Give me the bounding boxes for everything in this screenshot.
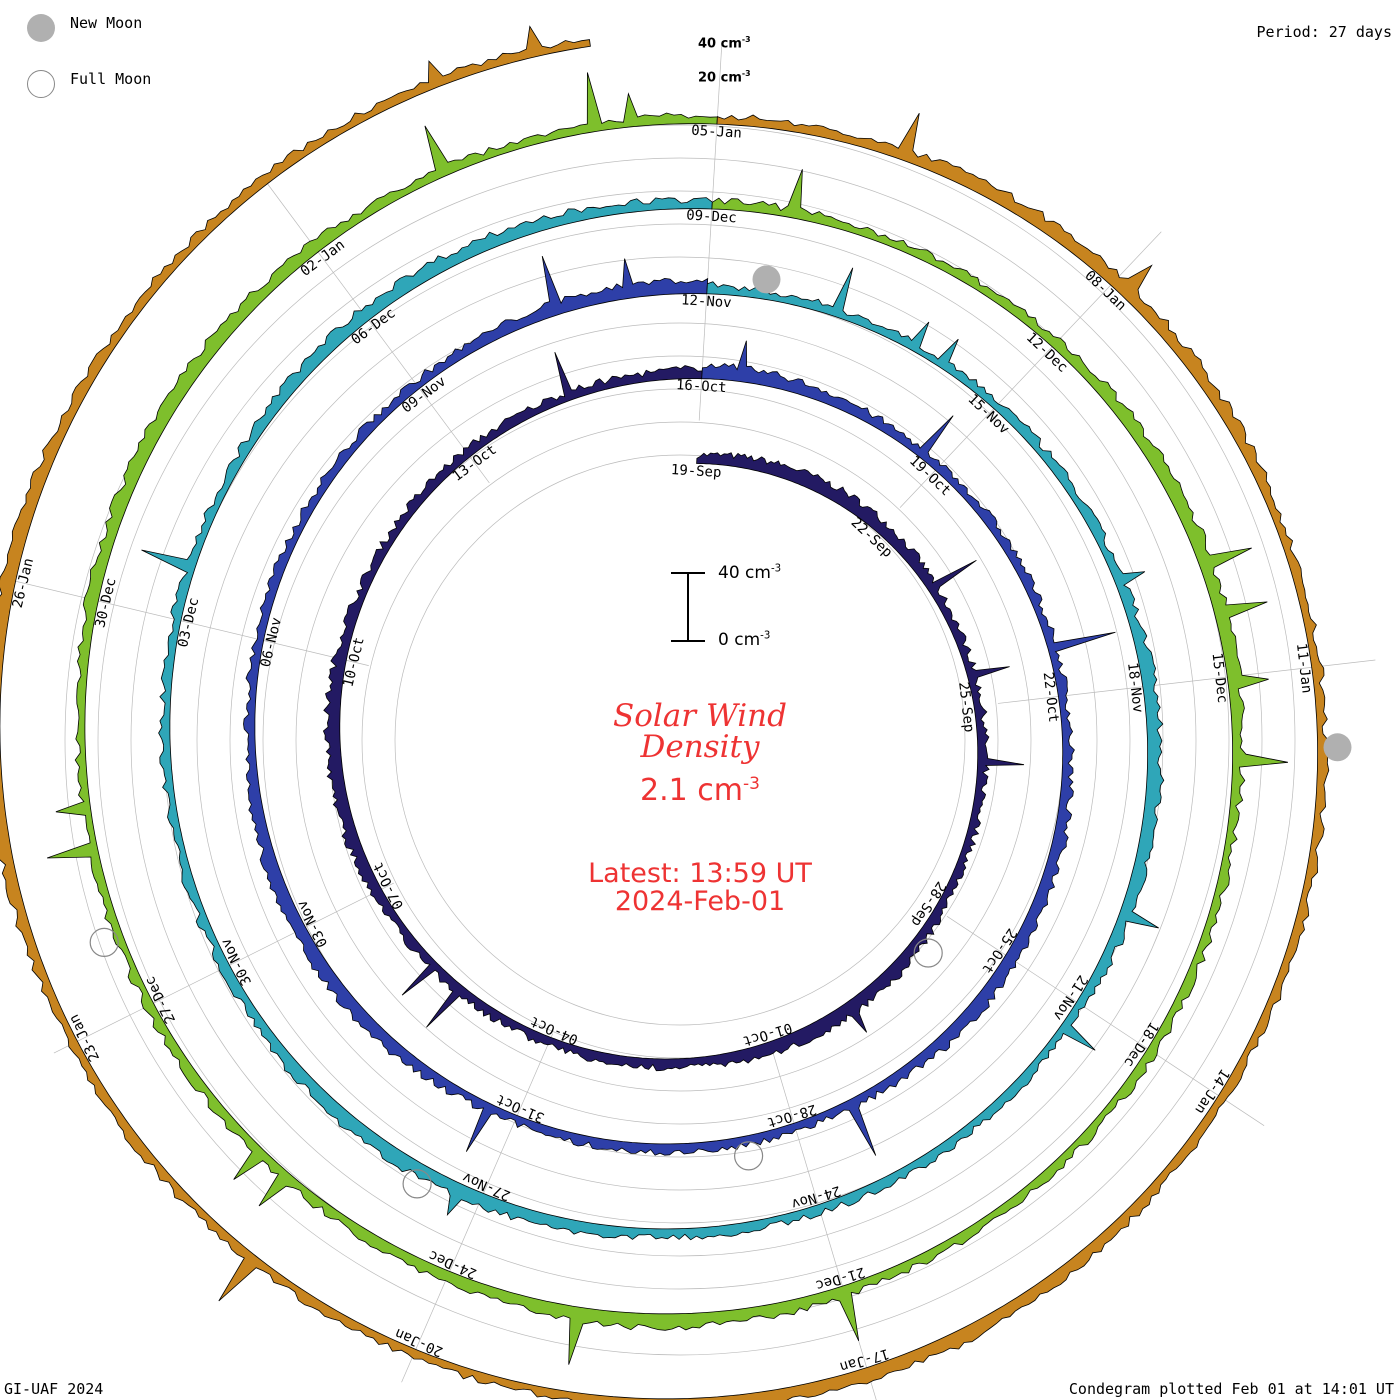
period-label: Period: 27 days — [1256, 23, 1392, 41]
latest-date: 2024-Feb-01 — [614, 886, 786, 917]
new-moon-marker — [752, 265, 781, 294]
grid-ring — [130, 190, 1230, 1290]
date-label: 18-Nov — [1124, 662, 1146, 714]
credit-label: GI-UAF 2024 — [4, 1380, 104, 1398]
date-label: 12-Nov — [681, 292, 732, 311]
scale-bar-top-label: 40 cm-3 — [718, 563, 782, 583]
date-label: 15-Dec — [1209, 652, 1231, 704]
ring-scale-upper: 40 cm-3 — [698, 35, 751, 52]
grid-ring — [361, 421, 999, 1059]
day-spoke — [262, 177, 490, 484]
ring-scale-lower: 20 cm-3 — [698, 69, 751, 86]
new-moon-marker — [1323, 733, 1352, 762]
date-label: 22-Oct — [1040, 671, 1062, 723]
date-label: 09-Dec — [686, 207, 737, 226]
full-moon-marker — [733, 1141, 764, 1171]
latest-time: Latest: 13:59 UT — [588, 858, 812, 889]
chart-title-line2: Density — [640, 729, 760, 765]
new-moon-icon — [27, 14, 55, 42]
legend-new-moon-label: New Moon — [70, 14, 143, 32]
grid-ring — [196, 256, 1164, 1224]
day-spoke — [0, 577, 369, 666]
day-spoke — [698, 41, 723, 421]
plotted-timestamp: Condegram plotted Feb 01 at 14:01 UT — [1068, 1380, 1394, 1398]
density-turn-5 — [0, 25, 1330, 1400]
date-label: 25-Sep — [955, 681, 977, 733]
full-moon-marker — [89, 927, 119, 958]
date-label: 11-Jan — [1293, 642, 1315, 694]
grid-ring — [262, 322, 1098, 1158]
date-label: 19-Sep — [670, 462, 721, 481]
date-label: 16-Oct — [676, 377, 727, 396]
scale-bar — [671, 572, 705, 642]
scale-bar-bottom-label: 0 cm-3 — [718, 630, 771, 650]
grid-ring — [64, 124, 1296, 1356]
legend-full-moon-label: Full Moon — [70, 70, 152, 88]
date-label: 05-Jan — [691, 123, 742, 142]
moon-markers — [89, 265, 1352, 1199]
full-moon-icon — [27, 70, 55, 98]
chart-title-line1: Solar Wind — [612, 698, 787, 734]
full-moon-marker — [402, 1169, 432, 1199]
grid-ring — [394, 454, 966, 1026]
day-spoke — [770, 1046, 877, 1400]
day-spoke — [401, 1033, 554, 1383]
current-density-value: 2.1 cm-3 — [640, 773, 760, 808]
full-moon-marker — [913, 938, 943, 968]
density-spiral — [0, 25, 1330, 1400]
day-spoke — [946, 916, 1265, 1127]
